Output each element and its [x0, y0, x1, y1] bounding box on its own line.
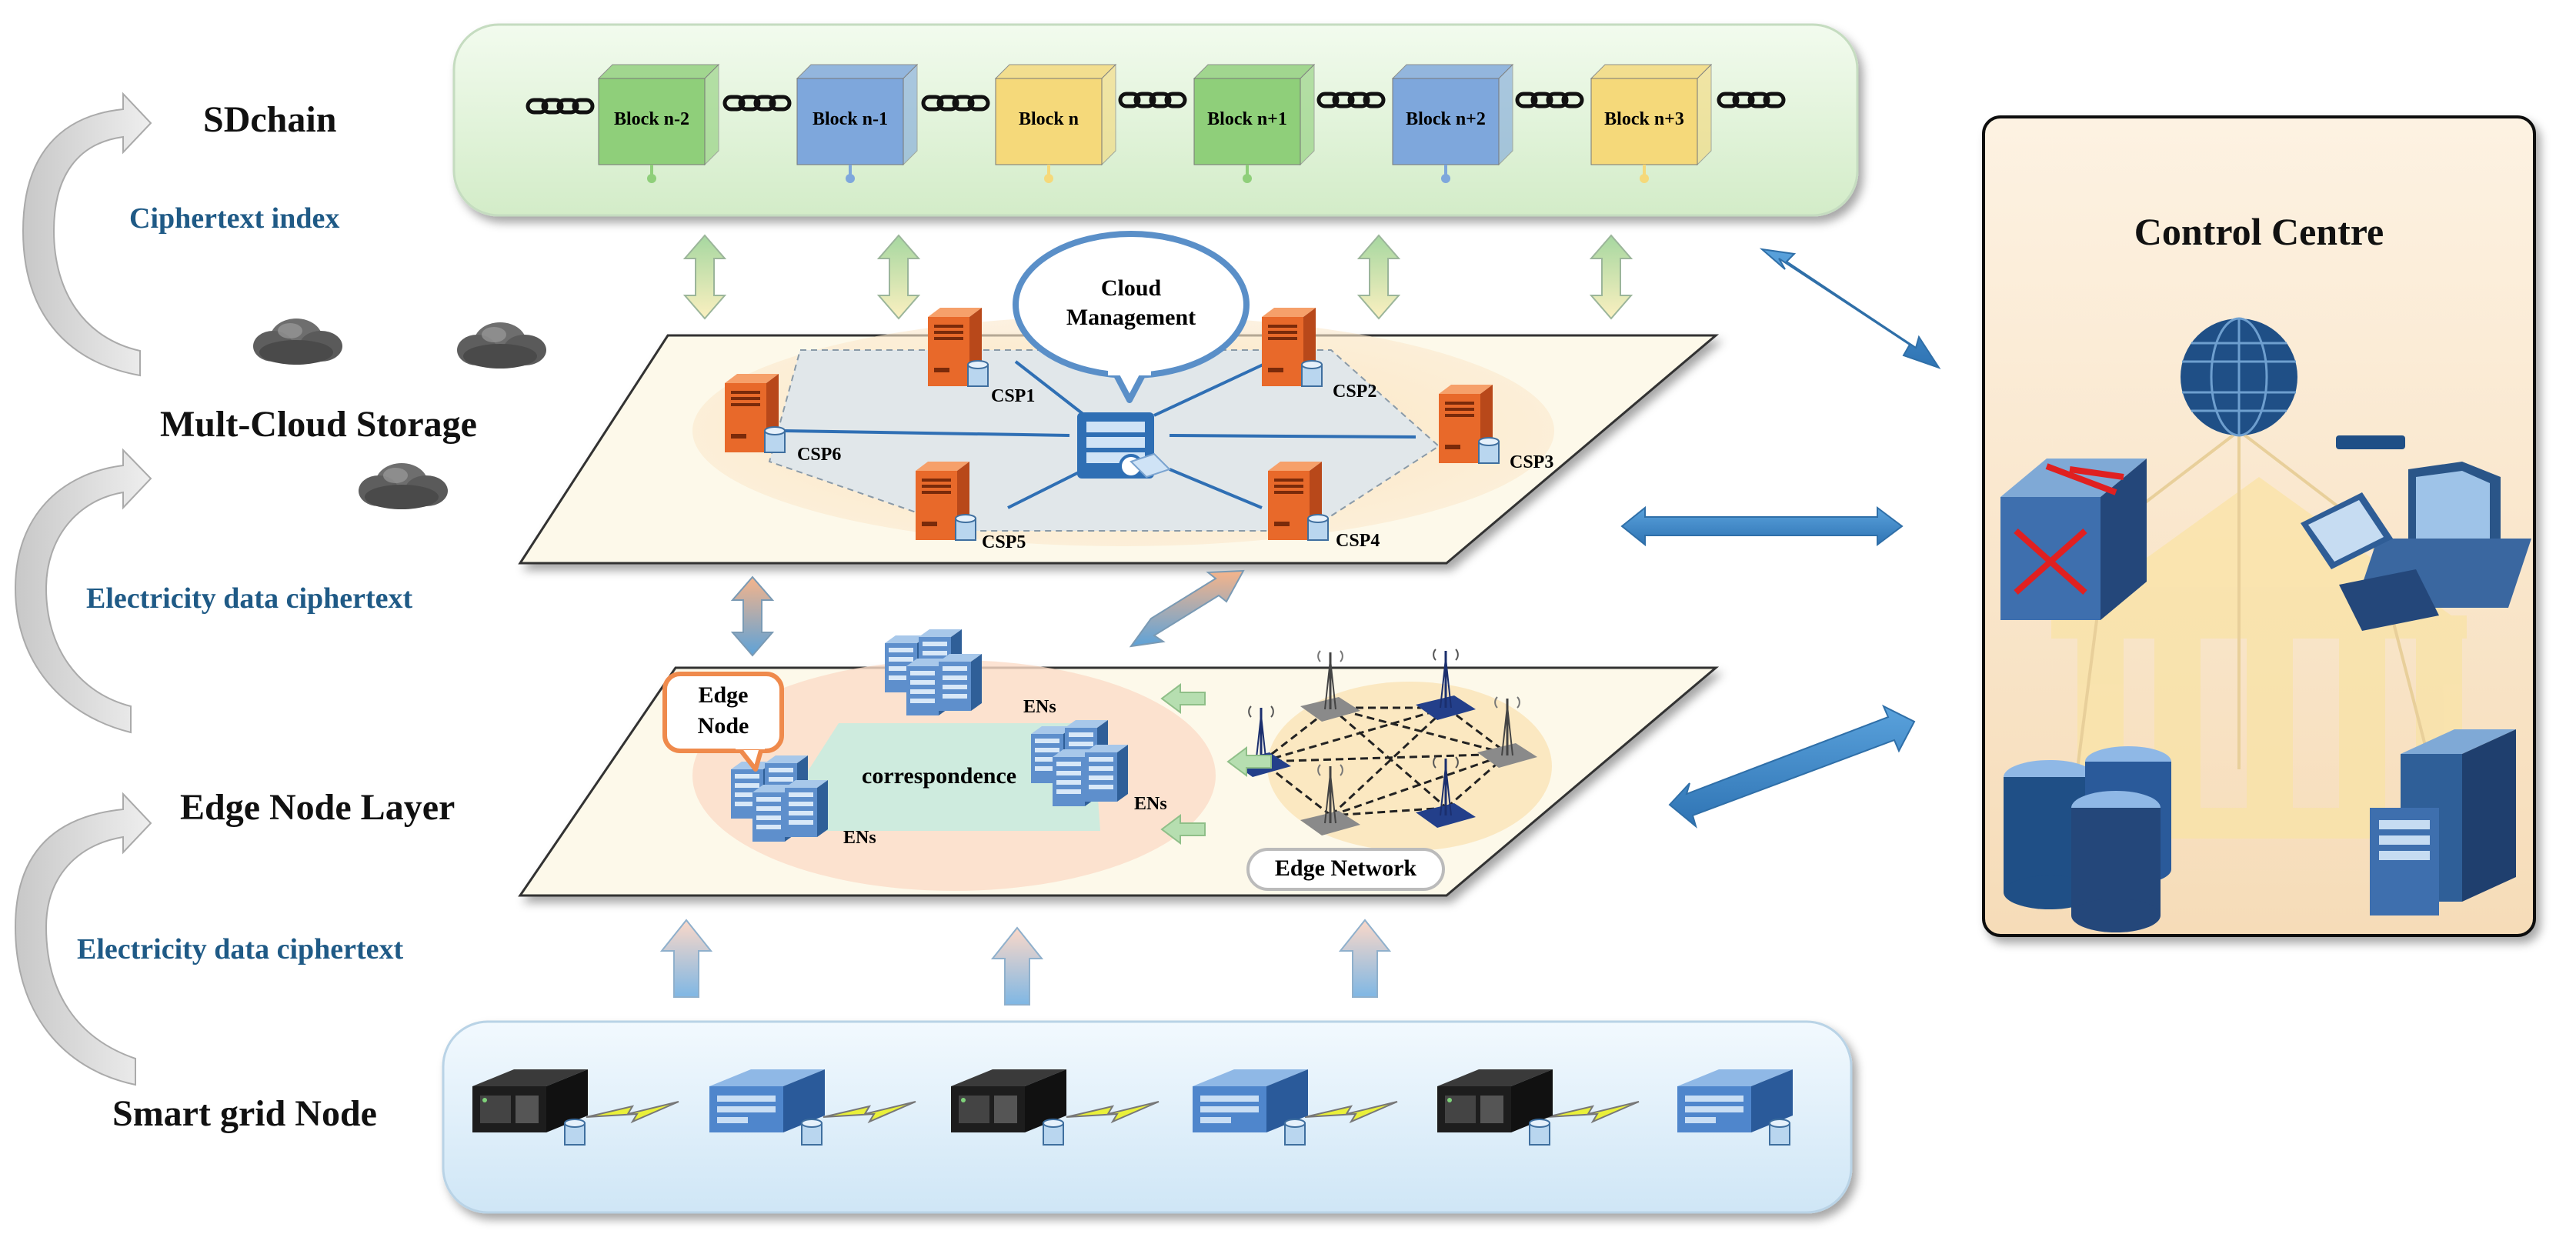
edge-node-line1: Edge [698, 682, 749, 708]
block-label: Block n [1018, 109, 1079, 129]
control-centre-arrows [1620, 248, 1941, 829]
electricity-ciphertext-lower-label: Electricity data ciphertext [77, 933, 404, 966]
sdchain-layer-title: SDchain [203, 99, 337, 140]
left-flow-curves [14, 92, 152, 1086]
cloud-management-line2: Management [1066, 305, 1196, 330]
grid-layer-title: Smart grid Node [112, 1093, 377, 1134]
cloud-management-line1: Cloud [1100, 275, 1162, 301]
block-label: Block n+3 [1604, 109, 1684, 129]
globe-icon [2181, 317, 2297, 437]
control-centre-title: Control Centre [2134, 210, 2384, 253]
storage-edge-arrows [730, 569, 1245, 657]
edge-layer-title: Edge Node Layer [180, 787, 455, 828]
computer-workstation-icon [2301, 462, 2531, 631]
csp1-label: CSP1 [991, 386, 1036, 406]
database-icon [2004, 746, 2171, 932]
edge-node-callout [662, 672, 784, 772]
block-cube [597, 63, 720, 183]
block-label: Block n+1 [1207, 109, 1287, 129]
csp6-label: CSP6 [797, 445, 842, 465]
ciphertext-index-label: Ciphertext index [129, 202, 340, 235]
ens-label-top: ENs [1023, 697, 1056, 717]
storage-layer-title: Mult-Cloud Storage [160, 404, 477, 445]
smart-grid-panel [442, 1020, 1853, 1214]
edge-network-label: Edge Network [1274, 855, 1417, 881]
ens-label-right: ENs [1134, 794, 1167, 814]
block-label: Block n-1 [812, 109, 888, 129]
edge-node-label: Edge Node [665, 680, 782, 742]
block-cube [1590, 63, 1713, 183]
ens-label-left: ENs [843, 828, 876, 848]
csp4-label: CSP4 [1336, 531, 1380, 551]
cloud-management-label: Cloud Management [1016, 274, 1246, 332]
csp3-label: CSP3 [1510, 452, 1554, 472]
block-label: Block n-2 [613, 109, 689, 129]
router-switch-icon [2000, 459, 2147, 620]
edge-network-arrows [1160, 683, 1272, 845]
csp5-label: CSP5 [982, 532, 1026, 552]
server-cabinet-icon [2370, 729, 2516, 915]
edge-node-line2: Node [697, 713, 749, 739]
block-cube [796, 63, 919, 183]
electricity-ciphertext-upper-label: Electricity data ciphertext [86, 582, 413, 615]
block-label: Block n+2 [1406, 109, 1486, 129]
network-device-icon [2336, 435, 2405, 449]
grid-edge-arrows [661, 919, 1390, 1006]
block-cubes [597, 63, 1713, 183]
edge-network-badge [1246, 848, 1445, 891]
block-cube [1391, 63, 1514, 183]
correspondence-label: correspondence [862, 763, 1017, 789]
block-cube [994, 63, 1117, 183]
block-cube [1193, 63, 1316, 183]
cloud-manager-icon [1077, 412, 1171, 479]
cloud-management-callout [1013, 231, 1250, 403]
csp2-label: CSP2 [1333, 382, 1377, 402]
csp-links [784, 360, 1416, 509]
